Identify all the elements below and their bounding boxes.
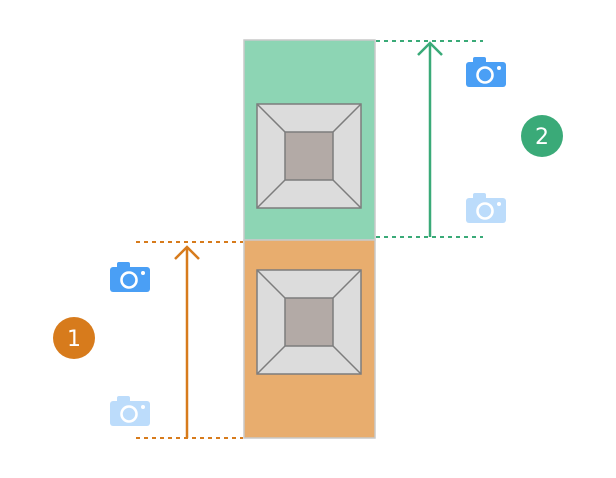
step-badge-2: 2: [521, 115, 563, 157]
step-badge-1: 1: [53, 317, 95, 359]
square-frame-icon-bottom: [256, 269, 362, 375]
camera-icon-orange-end: [108, 394, 152, 428]
svg-text:1: 1: [67, 327, 81, 352]
square-frame-icon-top: [256, 103, 362, 209]
green-arrow-up-icon: [417, 41, 443, 237]
svg-text:2: 2: [535, 125, 549, 150]
camera-icon-orange-start: [108, 260, 152, 294]
camera-icon-green-end: [464, 191, 508, 225]
camera-icon-green-start: [464, 55, 508, 89]
orange-arrow-up-icon: [174, 245, 200, 438]
